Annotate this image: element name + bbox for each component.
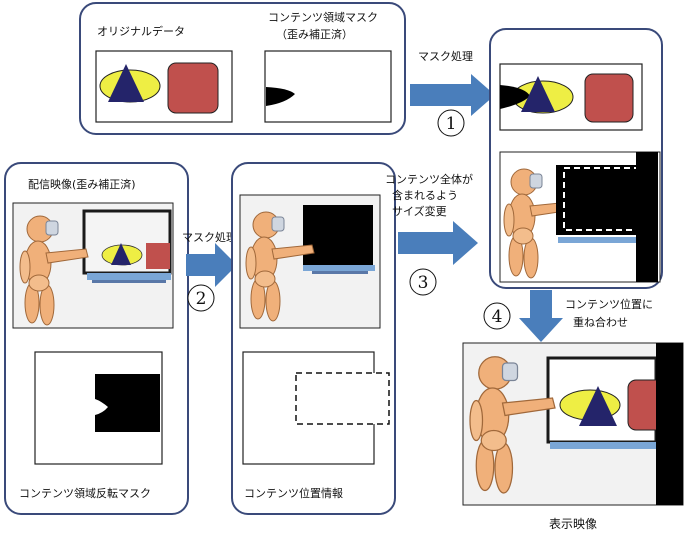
masked-video-black [303,205,373,265]
content-mask-box [264,50,392,123]
inverted-mask-box [34,351,163,465]
resized-right-black-bar [636,152,658,282]
resize-label-line1: コンテンツ全体が [385,172,473,186]
display-monitor-base [550,442,656,449]
masked-triangle [521,76,555,112]
blue-triangle [108,64,144,102]
mask-process-mid-label: マスク処理 [182,231,237,244]
content-mask-label-line2: （歪み補正済） [276,27,353,41]
resized-screen-black [556,165,636,235]
inverted-mask-black [95,374,160,432]
delivery-red-square [146,243,170,269]
display-triangle [579,386,617,426]
resized-monitor-base [558,237,636,243]
arrow-step1 [410,74,495,116]
mask-black-region [266,87,295,106]
position-overlap-mask [372,376,376,422]
arrow-step2 [186,243,237,287]
delivery-video-label: 配信映像(歪み補正済) [28,177,136,191]
step3-number: 3 [418,273,429,293]
resize-label-line3: サイズ変更 [392,204,447,218]
step3-circle [409,268,437,296]
overlay-label-line2: 重ね合わせ [573,315,628,329]
step1-number: 1 [446,114,457,134]
step2-number: 2 [196,289,207,309]
arrow-step3 [398,221,478,265]
display-right-black-bar [656,343,683,505]
step2-circle [187,284,215,312]
inverted-mask-label: コンテンツ領域反転マスク [19,486,151,500]
mask-process-top-label: マスク処理 [418,50,473,63]
masked-black-region [500,85,530,109]
red-square [167,62,219,114]
masked-square [584,73,634,123]
masked-monitor-base [303,265,375,271]
position-info-label: コンテンツ位置情報 [244,486,343,500]
arrow-step4 [519,290,563,342]
step1-circle [437,109,465,137]
masked-monitor-stand [312,271,368,274]
content-mask-label-line1: コンテンツ領域マスク [268,10,378,24]
resize-label-line2: 含まれるよう [392,188,458,202]
overlay-label-line1: コンテンツ位置に [565,297,653,311]
step4-circle [483,302,511,330]
delivery-triangle [111,243,131,265]
original-data-label: オリジナルデータ [97,24,185,38]
display-video-label: 表示映像 [549,517,597,531]
step4-number: 4 [492,307,503,327]
